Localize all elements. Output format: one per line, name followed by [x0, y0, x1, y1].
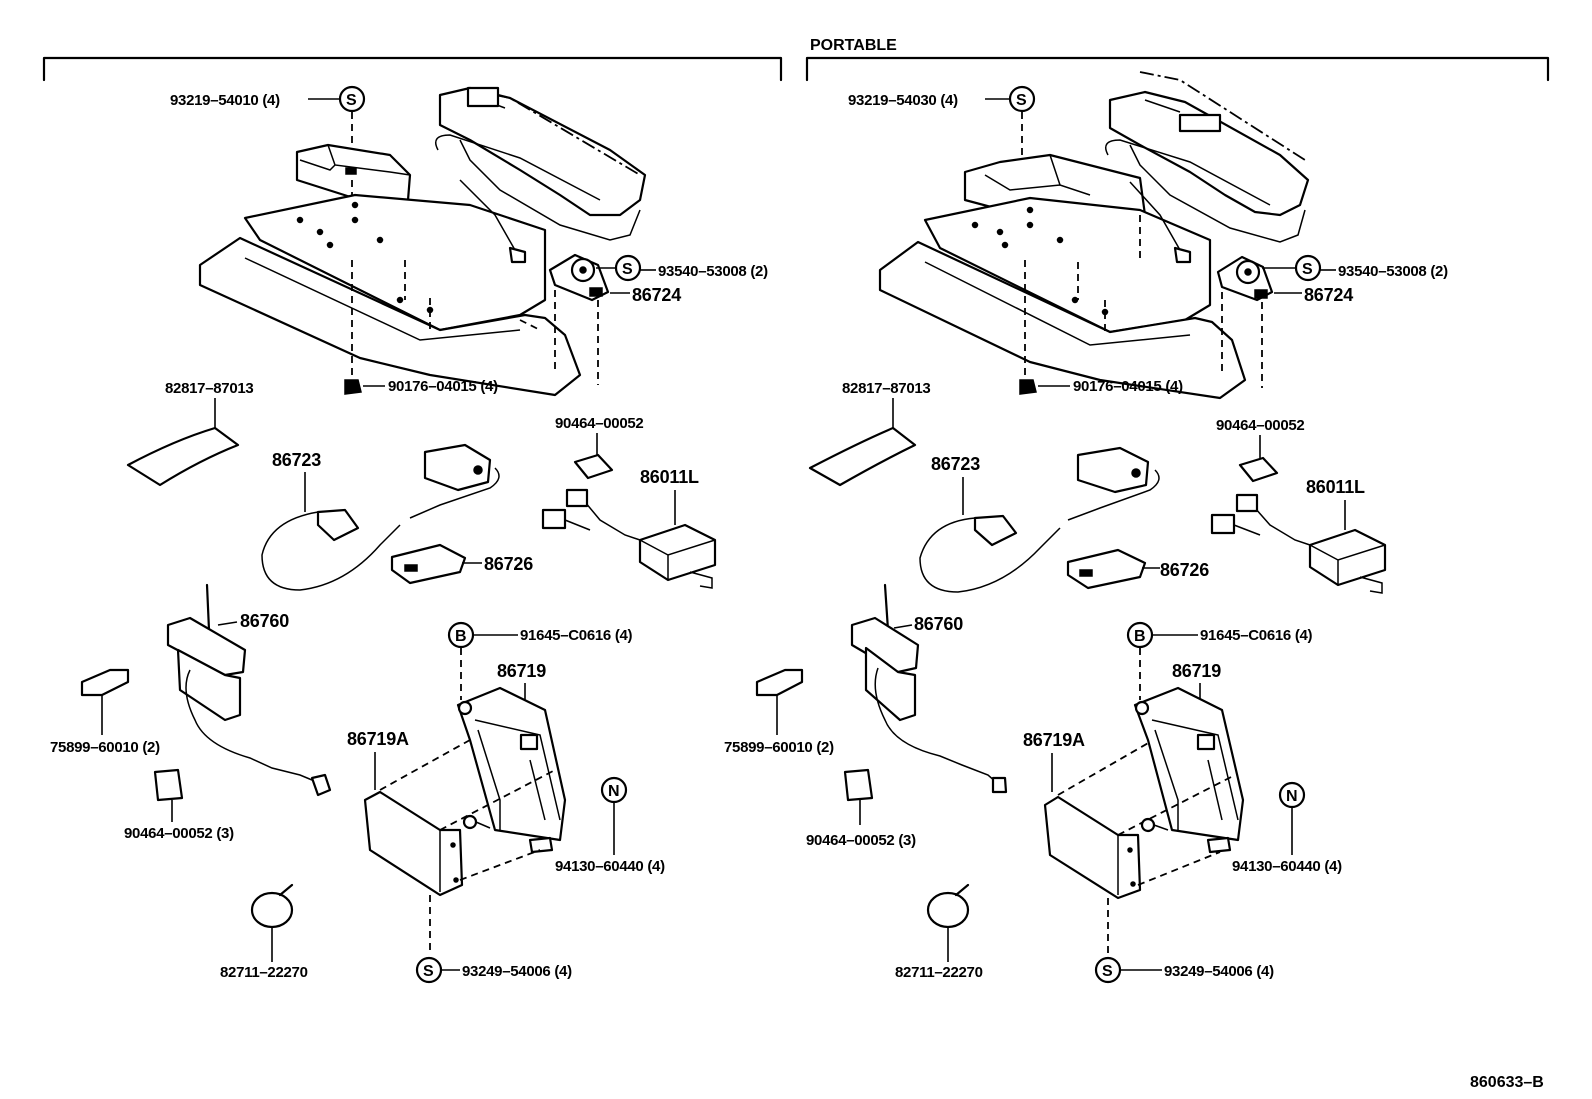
svg-text:N: N: [1286, 788, 1298, 805]
base-plate-icon: [878, 196, 1247, 400]
marker-s-icon: S: [1008, 85, 1036, 113]
part-label: 90464–00052 (3): [806, 832, 916, 849]
clip-icon: [843, 768, 874, 802]
part-label: 86760: [914, 614, 963, 634]
bracket-a-icon: [1043, 795, 1142, 900]
part-label: 82711–22270: [220, 964, 308, 981]
bracket-icon: [1133, 686, 1245, 854]
cord-plug-icon: [1129, 181, 1192, 264]
marker-n-icon: N: [1278, 781, 1306, 809]
bracket-top-icon: [1216, 255, 1274, 302]
part-label: 86723: [931, 454, 980, 474]
clip-icon: [1238, 456, 1279, 483]
band-clamp-icon: [926, 883, 970, 929]
svg-text:N: N: [608, 783, 620, 800]
connector-small-icon: [390, 543, 467, 585]
panel-left: S 93219–54010 (4): [42, 56, 783, 984]
panel-right-bracket: [805, 56, 1550, 82]
part-label: 93540–53008 (2): [1338, 263, 1448, 280]
part-label: 91645–C0616 (4): [520, 627, 633, 644]
part-label: 86726: [1160, 560, 1209, 580]
part-label: 82817–87013: [165, 380, 253, 397]
panel-left-bracket: [42, 56, 783, 82]
part-label: 94130–60440 (4): [1232, 858, 1342, 875]
part-label: 93249–54006 (4): [1164, 963, 1274, 980]
part-label: 86724: [632, 285, 681, 305]
marker-s-icon: S: [1094, 956, 1122, 984]
part-label: 86011L: [1306, 477, 1365, 497]
part-label: 90176–04015 (4): [388, 378, 498, 395]
svg-text:S: S: [346, 92, 357, 109]
part-label: 86726: [484, 554, 533, 574]
handset-icon: [435, 86, 647, 241]
bracket-top-icon: [548, 253, 610, 302]
marker-s-icon: S: [614, 254, 642, 282]
bracket-a-icon: [363, 790, 464, 897]
label-plate-icon: [126, 426, 240, 487]
marker-s-icon: S: [338, 85, 366, 113]
part-label: 86011L: [640, 467, 699, 487]
mount-block-icon: [295, 143, 412, 202]
svg-text:S: S: [1302, 261, 1313, 278]
svg-text:B: B: [455, 628, 467, 645]
marker-b-icon: B: [1126, 621, 1154, 649]
nut-icon: [1019, 379, 1037, 395]
part-label: 93249–54006 (4): [462, 963, 572, 980]
connector-small-icon: [1066, 548, 1147, 590]
part-label: 86723: [272, 450, 321, 470]
amplifier-icon: [541, 488, 717, 589]
part-label: 91645–C0616 (4): [1200, 627, 1313, 644]
part-label: 75899–60010 (2): [50, 739, 160, 756]
svg-text:S: S: [423, 963, 434, 980]
marker-s-icon: S: [1294, 254, 1322, 282]
label-plate-icon: [808, 426, 917, 487]
svg-text:S: S: [1102, 963, 1113, 980]
tape-icon: [755, 668, 804, 697]
panel-right: S 93219–54030 (4): [724, 56, 1550, 984]
band-clamp-icon: [250, 883, 294, 929]
svg-text:B: B: [1134, 628, 1146, 645]
part-label: 86719A: [347, 729, 409, 749]
part-label: 82817–87013: [842, 380, 930, 397]
part-label: 86719: [497, 661, 546, 681]
part-label: 94130–60440 (4): [555, 858, 665, 875]
part-label: 93219–54030 (4): [848, 92, 958, 109]
tape-icon: [80, 668, 130, 697]
antenna-icon: [166, 583, 332, 797]
bracket-icon: [456, 686, 567, 854]
marker-n-icon: N: [600, 776, 628, 804]
clip-icon: [573, 453, 614, 480]
marker-b-icon: B: [447, 621, 475, 649]
part-label: 75899–60010 (2): [724, 739, 834, 756]
part-label: 93540–53008 (2): [658, 263, 768, 280]
svg-text:S: S: [622, 261, 633, 278]
marker-s-icon: S: [415, 956, 443, 984]
part-label: 86724: [1304, 285, 1353, 305]
part-label: 90464–00052: [555, 415, 643, 432]
drawing-id: 860633–B: [1470, 1074, 1544, 1091]
part-label: 90464–00052 (3): [124, 825, 234, 842]
cord-set-icon: [261, 443, 500, 591]
base-plate-icon: [198, 193, 582, 397]
cord-plug-icon: [459, 179, 527, 264]
part-label: 86760: [240, 611, 289, 631]
part-label: 90464–00052: [1216, 417, 1304, 434]
part-label: 93219–54010 (4): [170, 92, 280, 109]
part-label: 90176–04015 (4): [1073, 378, 1183, 395]
nut-icon: [344, 379, 362, 395]
amplifier-icon: [1210, 493, 1387, 594]
part-label: 86719: [1172, 661, 1221, 681]
svg-text:S: S: [1016, 92, 1027, 109]
diagram-title: PORTABLE: [810, 37, 897, 54]
antenna-icon: [850, 583, 1008, 794]
cord-set-icon: [919, 446, 1160, 593]
part-label: 86719A: [1023, 730, 1085, 750]
part-label: 82711–22270: [895, 964, 983, 981]
handset-icon: [1105, 71, 1310, 243]
clip-icon: [153, 768, 184, 802]
